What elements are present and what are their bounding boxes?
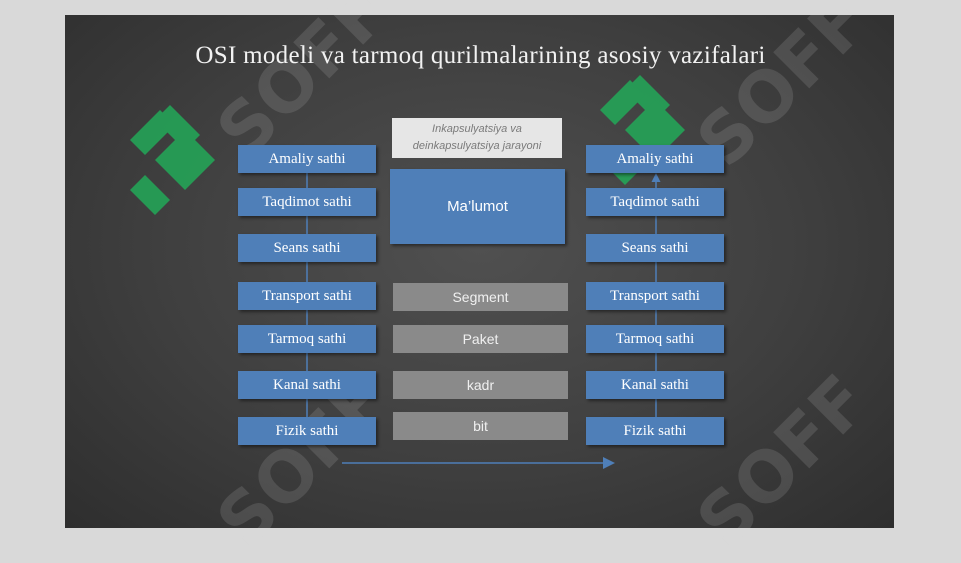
right-layer-application: Amaliy sathi <box>586 145 724 173</box>
right-layer-transport: Transport sathi <box>586 282 724 310</box>
left-layer-physical: Fizik sathi <box>238 417 376 445</box>
flow-arrows <box>306 173 661 469</box>
logo-icon <box>130 105 215 215</box>
left-layer-presentation: Taqdimot sathi <box>238 188 376 216</box>
unit-frame: kadr <box>393 371 568 399</box>
left-layer-network: Tarmoq sathi <box>238 325 376 353</box>
right-layer-presentation: Taqdimot sathi <box>586 188 724 216</box>
process-caption-text: Inkapsulyatsiya va deinkapsulyatsiya jar… <box>412 123 542 152</box>
unit-segment: Segment <box>393 283 568 311</box>
data-unit-box: Ma’lumot <box>390 169 565 244</box>
chalkboard-background <box>65 15 894 528</box>
left-layer-datalink: Kanal sathi <box>238 371 376 399</box>
right-layer-network: Tarmoq sathi <box>586 325 724 353</box>
right-layer-session: Seans sathi <box>586 234 724 262</box>
left-layer-application: Amaliy sathi <box>238 145 376 173</box>
page-title: OSI modeli va tarmoq qurilmalarining aso… <box>195 42 766 69</box>
right-layer-physical: Fizik sathi <box>586 417 724 445</box>
left-layer-session: Seans sathi <box>238 234 376 262</box>
left-layer-transport: Transport sathi <box>238 282 376 310</box>
right-layer-datalink: Kanal sathi <box>586 371 724 399</box>
process-caption: Inkapsulyatsiya va deinkapsulyatsiya jar… <box>392 118 562 158</box>
unit-bit: bit <box>393 412 568 440</box>
unit-packet: Paket <box>393 325 568 353</box>
